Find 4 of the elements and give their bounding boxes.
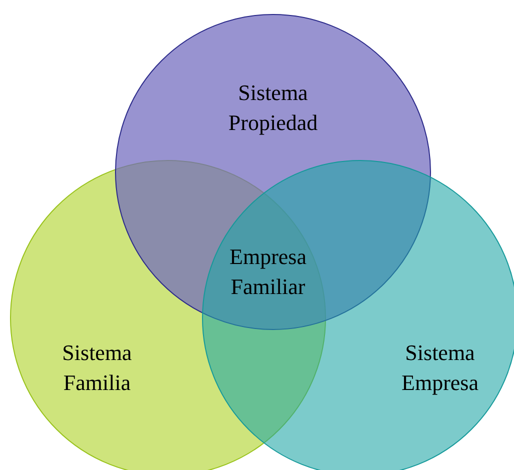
circle-label: Sistema Familia <box>61 339 133 397</box>
circle-label: Sistema Propiedad <box>227 79 319 137</box>
overlap-label: Empresa Familiar <box>228 243 308 301</box>
circle-label: Sistema Empresa <box>400 339 480 397</box>
